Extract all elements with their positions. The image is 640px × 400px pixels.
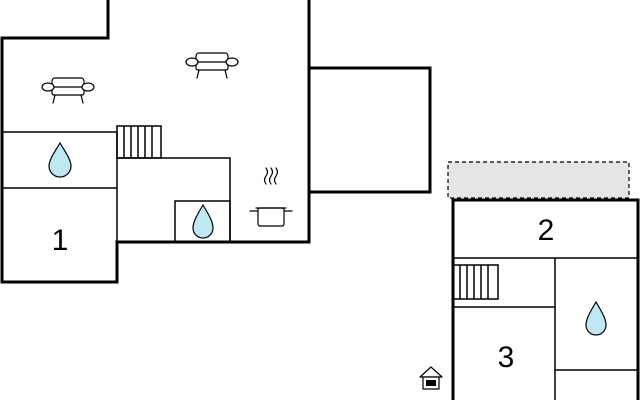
water-drop-icon [48, 141, 72, 178]
small-bathroom [174, 200, 231, 243]
stairs-icon [116, 125, 162, 159]
outer-wall-left-building [0, 0, 311, 284]
room-label-1: 1 [52, 224, 69, 257]
right-building: 2 3 [447, 161, 640, 400]
water-drop-icon [585, 300, 607, 336]
water-drop-icon [192, 203, 214, 239]
outer-wall-right-building [451, 198, 640, 400]
sofa-icon [185, 52, 239, 79]
sofa-icon [41, 77, 95, 104]
room-label-2: 2 [538, 214, 555, 247]
cooking-pot-icon [249, 167, 293, 227]
outer-wall-annex [309, 66, 432, 194]
entrance-house-icon [419, 366, 443, 390]
left-building: 1 [0, 0, 432, 284]
terrace [447, 161, 630, 199]
stairs-icon [452, 264, 499, 300]
room-label-3: 3 [498, 341, 515, 374]
